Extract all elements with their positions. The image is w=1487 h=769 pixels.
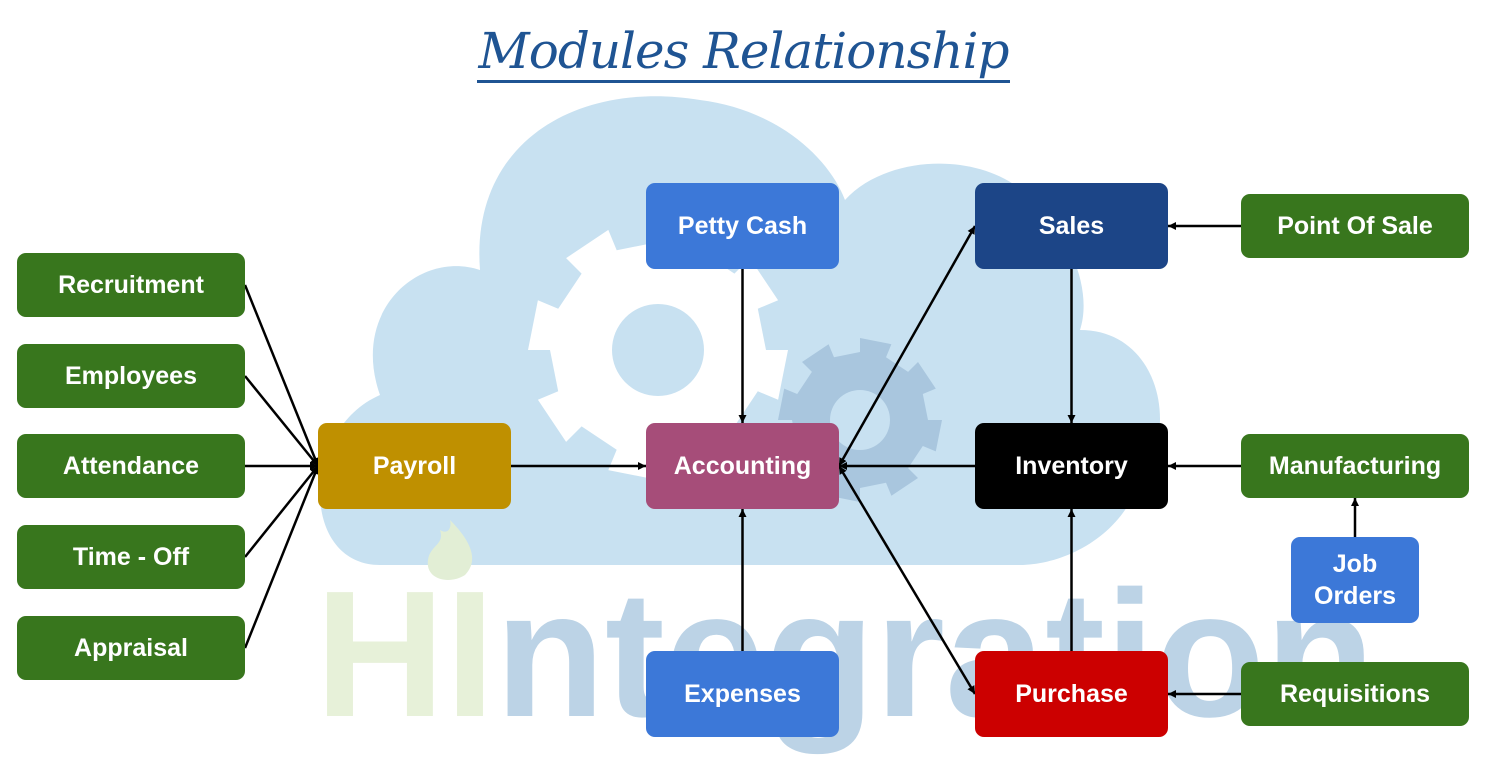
page-title: Modules Relationship [0, 22, 1487, 83]
arrow-employees-to-payroll [244, 375, 319, 467]
node-job-orders: Job Orders [1291, 537, 1419, 623]
node-requisitions: Requisitions [1241, 662, 1469, 726]
node-accounting: Accounting [646, 423, 839, 509]
node-time-off: Time - Off [17, 525, 245, 589]
arrow-recruitment-to-payroll [243, 284, 320, 467]
page-title-text: Modules Relationship [476, 22, 1011, 83]
node-employees: Employees [17, 344, 245, 408]
node-manufacturing: Manufacturing [1241, 434, 1469, 498]
node-inventory: Inventory [975, 423, 1168, 509]
node-sales: Sales [975, 183, 1168, 269]
gear-body [528, 220, 788, 480]
node-attendance: Attendance [17, 434, 245, 498]
arrow-time_off-to-payroll [244, 465, 319, 558]
arrow-accounting-to-purchase [837, 465, 977, 695]
arrow-accounting-to-sales [837, 225, 977, 467]
node-appraisal: Appraisal [17, 616, 245, 680]
node-payroll: Payroll [318, 423, 511, 509]
brand-watermark-prefix: HI [315, 554, 495, 755]
flame-icon [427, 520, 473, 580]
arrow-group [243, 222, 1359, 698]
arrow-appraisal-to-payroll [243, 465, 320, 649]
gear-light-icon [528, 220, 788, 480]
node-petty-cash: Petty Cash [646, 183, 839, 269]
node-expenses: Expenses [646, 651, 839, 737]
node-recruitment: Recruitment [17, 253, 245, 317]
node-purchase: Purchase [975, 651, 1168, 737]
node-point-of-sale: Point Of Sale [1241, 194, 1469, 258]
